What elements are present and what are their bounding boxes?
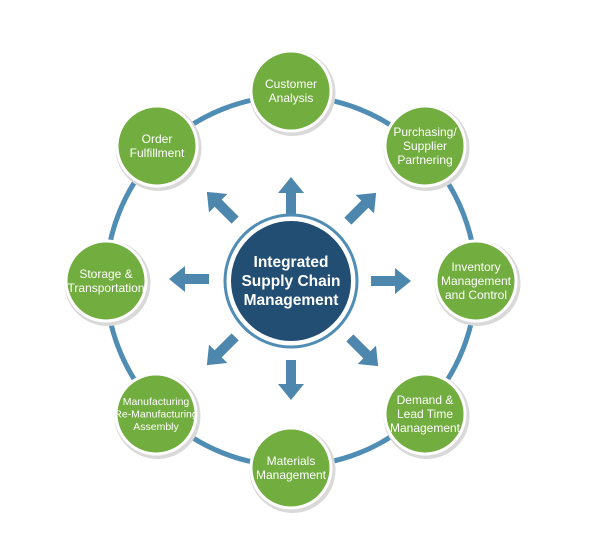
node-circle — [249, 49, 333, 133]
node-label-line: Materials — [267, 454, 316, 468]
arrow-up — [278, 177, 304, 217]
node-circle — [434, 239, 518, 323]
node-label-line: Transportation — [68, 281, 145, 295]
node-label-line: Demand & — [397, 393, 454, 407]
node-label-line: Customer — [265, 77, 317, 91]
node-label-line: Order — [142, 132, 173, 146]
node-label-line: Manufacturing — [123, 396, 190, 408]
arrow-down-left — [206, 333, 239, 366]
node-label-line: Assembly — [133, 421, 179, 433]
node-circle — [383, 104, 467, 188]
node-label: Storage &Transportation — [68, 267, 145, 295]
node-circle — [64, 239, 148, 323]
node-storage-transportation: Storage &Transportation — [64, 239, 151, 326]
node-circle — [249, 426, 333, 510]
node-label-line: Lead Time — [397, 407, 453, 421]
node-label-line: Management — [441, 274, 512, 288]
node-label-line: Management — [390, 421, 461, 435]
arrow-down-right — [346, 334, 379, 367]
node-label-line: and Control — [445, 288, 507, 302]
arrow-up-left — [206, 191, 239, 224]
node-label-line: Supplier — [403, 139, 447, 153]
center-label-line: Supply Chain — [241, 273, 340, 290]
node-circle — [115, 104, 199, 188]
center-label-line: Integrated — [254, 254, 329, 271]
arrow-right — [371, 268, 411, 294]
node-label-line: Inventory — [451, 260, 500, 274]
node-label-line: Storage & — [79, 267, 132, 281]
node-label-line: Analysis — [269, 91, 314, 105]
arrow-up-right — [344, 192, 377, 225]
node-circle — [114, 372, 198, 456]
node-label-line: Management — [256, 468, 327, 482]
center-circle — [231, 221, 351, 341]
arrow-down — [278, 360, 304, 400]
center-label-line: Management — [244, 292, 339, 309]
node-label-line: Re-Manufacturing — [114, 409, 198, 421]
node-circle — [383, 372, 467, 456]
arrow-left — [169, 266, 209, 292]
node-label-line: Purchasing/ — [393, 125, 457, 139]
node-label-line: Partnering — [397, 153, 452, 167]
arrows-group — [169, 177, 411, 400]
node-label-line: Fulfillment — [130, 146, 185, 160]
